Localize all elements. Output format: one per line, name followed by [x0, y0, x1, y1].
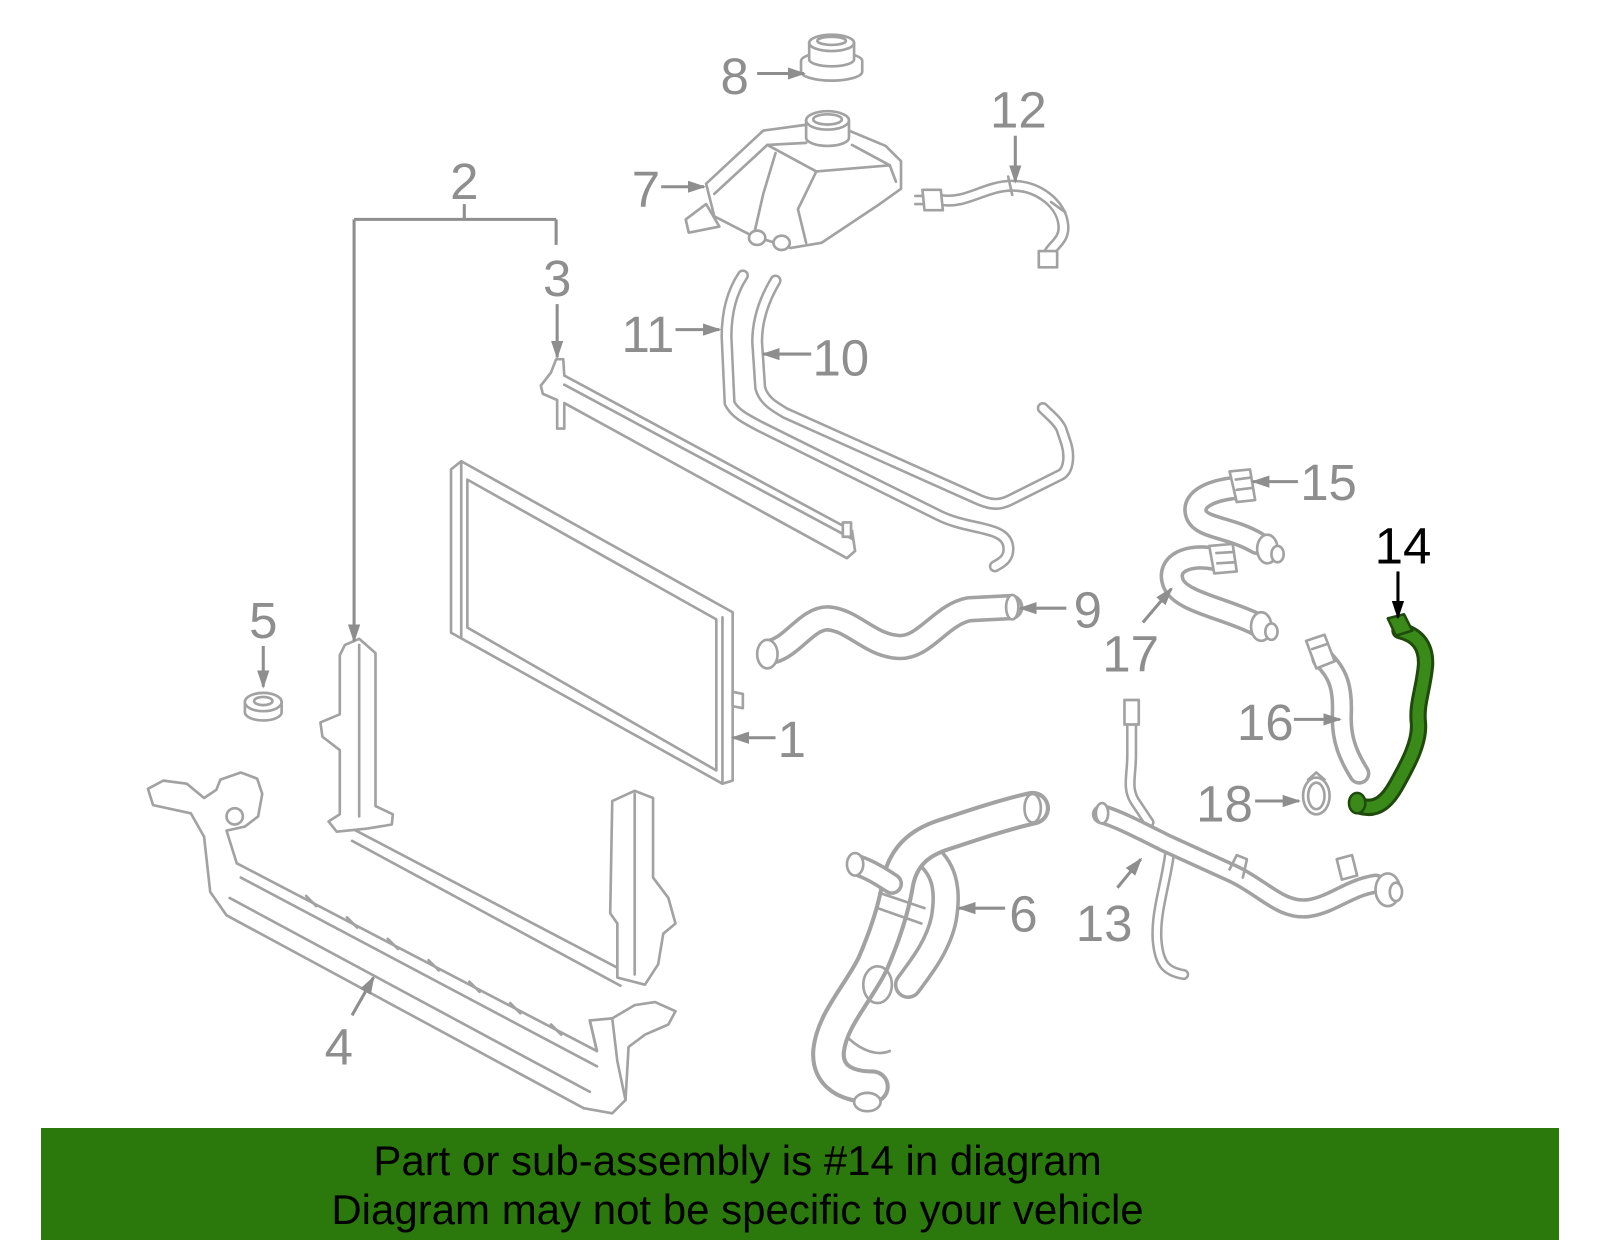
callout-12: 12: [990, 82, 1047, 139]
callout-16: 16: [1237, 694, 1294, 751]
part-info-banner: Part or sub-assembly is #14 in diagram D…: [41, 1128, 1559, 1240]
callout-11: 11: [621, 306, 674, 363]
callout-4-leader: [350, 975, 375, 1017]
callout-14: 14: [1375, 517, 1432, 574]
part-3-upper-rail: [539, 357, 857, 560]
callout-3: 3: [543, 250, 571, 307]
callout-8: 8: [721, 48, 749, 105]
part-9-hose: [755, 593, 1024, 670]
part-8-reservoir-cap: [799, 33, 864, 82]
callout-18: 18: [1196, 775, 1253, 832]
part-10-hose: [751, 274, 1075, 510]
part-6-lower-hose: [811, 790, 1050, 1113]
callout-labels: 1 2 3 4 5 6 7 8 9 10 11 12 13 14 15 16 1…: [249, 48, 1431, 1075]
part-12-sensor-harness: [913, 175, 1070, 269]
callout-2-bracket: [354, 204, 558, 245]
callout-17: 17: [1102, 625, 1159, 682]
callout-2: 2: [450, 153, 478, 210]
part-17-hose: [1159, 542, 1279, 643]
callout-17-leader: [1141, 587, 1173, 624]
callout-13: 13: [1076, 895, 1133, 952]
callout-4: 4: [325, 1018, 353, 1075]
part-13-coolant-pipe: [1091, 698, 1404, 981]
banner-disclaimer-text: Diagram may not be specific to your vehi…: [331, 1186, 1144, 1233]
callout-6: 6: [1009, 886, 1037, 943]
callout-9: 9: [1074, 582, 1102, 639]
callout-7: 7: [632, 161, 660, 218]
part-15-hose: [1183, 468, 1285, 565]
callout-5: 5: [249, 592, 277, 649]
part-11-hose: [720, 269, 1015, 573]
callout-15: 15: [1300, 454, 1357, 511]
banner-part-number-text: Part or sub-assembly is #14 in diagram: [373, 1137, 1102, 1184]
callout-10: 10: [812, 330, 869, 387]
callout-leaders: [257, 67, 1405, 1017]
part-18-clamp: [1301, 771, 1331, 816]
part-1-radiator: [449, 459, 745, 786]
part-16-hose: [1304, 633, 1371, 785]
part-2-air-deflector-frame: [319, 637, 677, 988]
part-7-coolant-reservoir: [684, 109, 903, 252]
callout-13-leader: [1116, 857, 1143, 889]
part-4-lower-shield: [146, 771, 677, 1115]
part-5-grommet: [243, 691, 283, 722]
part-14-hose-highlighted: [1347, 613, 1435, 816]
callout-1: 1: [778, 711, 806, 768]
